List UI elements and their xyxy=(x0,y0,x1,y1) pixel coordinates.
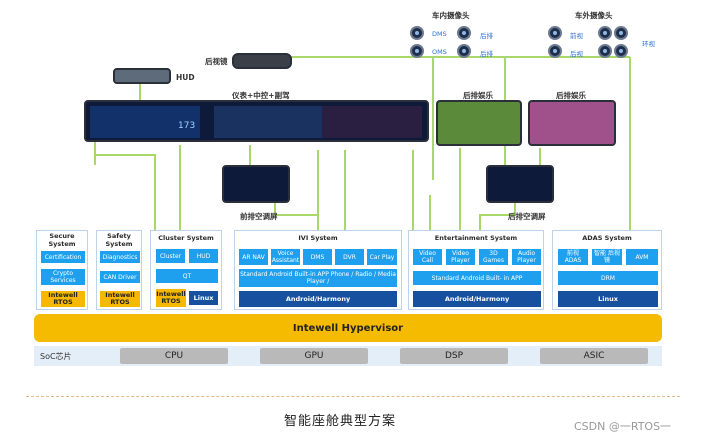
android-app-block: Standard Android Built-in APP Phone / Ra… xyxy=(239,269,397,287)
linux-block: Linux xyxy=(189,291,218,305)
cluster-system-title: Cluster System xyxy=(158,234,214,242)
dsp-block: DSP xyxy=(400,348,508,364)
front-climate-screen xyxy=(222,165,290,203)
front-adas-block: 前视 ADAS xyxy=(558,249,588,265)
safety-system: Safety System Diagnostics CAN Driver Int… xyxy=(96,230,142,310)
camera-icon xyxy=(548,44,562,58)
intewell-rtos-block: Intewell RTOS xyxy=(156,289,186,307)
out-cabin-camera-label: 车外摄像头 xyxy=(575,11,613,20)
certification-block: Certification xyxy=(41,251,85,263)
soc-bar: SoC芯片 CPU GPU DSP ASIC xyxy=(34,346,662,366)
secure-system-title: Secure System xyxy=(48,232,76,248)
rear-row-camera-label: 后排 xyxy=(480,32,493,40)
side-view-camera-label: 后视 xyxy=(570,50,583,58)
hud-label: HUD xyxy=(176,73,195,82)
rear-ent-label-2: 后排娱乐 xyxy=(556,91,586,100)
speed-readout: 173 xyxy=(178,121,196,131)
intewell-hypervisor: Intewell Hypervisor xyxy=(34,314,662,342)
dms-block: DMS xyxy=(303,249,332,265)
camera-icon xyxy=(548,26,562,40)
camera-icon xyxy=(598,26,612,40)
android-app-block: Standard Android Built- in APP xyxy=(413,271,541,285)
rear-row-camera-label-2: 后排 xyxy=(480,50,493,58)
soc-label: SoC芯片 xyxy=(40,352,72,361)
cluster-block: Cluster xyxy=(156,249,185,263)
cpu-block: CPU xyxy=(120,348,228,364)
voice-assistant-block: Voice Assistant xyxy=(271,249,300,265)
secure-system: Secure System Certification Crypto Servi… xyxy=(36,230,88,310)
carplay-block: Car Play xyxy=(367,249,397,265)
in-cabin-camera-label: 车内摄像头 xyxy=(432,11,470,20)
adas-system-title: ADAS System xyxy=(582,234,632,242)
qt-block: QT xyxy=(156,269,218,283)
rear-ent-screen-1 xyxy=(436,100,522,146)
entertainment-system-title: Entertainment System xyxy=(434,234,518,242)
linux-block: Linux xyxy=(558,291,658,307)
rear-ent-screen-2 xyxy=(528,100,616,146)
diagnostics-block: Diagnostics xyxy=(100,251,140,263)
surround-view-camera-label: 环视 xyxy=(642,40,655,48)
caption: 智能座舱典型方案 xyxy=(284,414,397,429)
divider xyxy=(26,396,680,397)
ivi-system: IVI System AR NAV Voice Assistant DMS DV… xyxy=(234,230,402,310)
asic-block: ASIC xyxy=(540,348,648,364)
hud-display xyxy=(113,68,171,84)
rearview-mirror xyxy=(232,53,292,69)
ivi-system-title: IVI System xyxy=(298,234,338,242)
oms-camera-label: OMS xyxy=(432,48,447,56)
android-harmony-block: Android/Harmony xyxy=(239,291,397,307)
camera-icon xyxy=(614,26,628,40)
intewell-rtos-block: Intewell RTOS xyxy=(100,291,140,307)
rear-climate-label: 后排空调屏 xyxy=(508,212,546,221)
dvr-block: DVR xyxy=(335,249,364,265)
smart-mirror-block: 智能 后视镜 xyxy=(592,249,622,265)
ar-nav-block: AR NAV xyxy=(239,249,268,265)
front-climate-label: 前排空调屏 xyxy=(240,212,278,221)
entertainment-system: Entertainment System Video Call Video Pl… xyxy=(408,230,544,310)
front-view-camera-label: 前视 xyxy=(570,32,583,40)
main-display: 173 xyxy=(84,100,429,142)
camera-icon xyxy=(457,26,471,40)
safety-system-title: Safety System xyxy=(105,232,133,248)
camera-icon xyxy=(410,26,424,40)
crypto-services-block: Crypto Services xyxy=(41,269,85,285)
camera-icon xyxy=(457,44,471,58)
camera-icon xyxy=(410,44,424,58)
rear-climate-screen xyxy=(486,165,554,203)
3d-games-block: 3D Games xyxy=(479,249,508,265)
adas-system: ADAS System 前视 ADAS 智能 后视镜 AVM DRM Linux xyxy=(552,230,662,310)
camera-icon xyxy=(614,44,628,58)
rear-ent-label-1: 后排娱乐 xyxy=(463,91,493,100)
can-driver-block: CAN Driver xyxy=(100,271,140,283)
camera-icon xyxy=(598,44,612,58)
video-player-block: Video Player xyxy=(446,249,475,265)
dms-camera-label: DMS xyxy=(432,30,447,38)
android-harmony-block: Android/Harmony xyxy=(413,291,541,307)
cluster-system: Cluster System Cluster HUD QT Intewell R… xyxy=(150,230,222,310)
rearview-mirror-label: 后视镜 xyxy=(205,57,228,66)
video-call-block: Video Call xyxy=(413,249,442,265)
drm-block: DRM xyxy=(558,271,658,285)
intewell-rtos-block: Intewell RTOS xyxy=(41,291,85,307)
audio-player-block: Audio Player xyxy=(512,249,541,265)
gpu-block: GPU xyxy=(260,348,368,364)
hud-block: HUD xyxy=(189,249,218,263)
avm-block: AVM xyxy=(626,249,658,265)
watermark: CSDN @一RTOS一 xyxy=(574,420,672,433)
main-display-label: 仪表+中控+副驾 xyxy=(232,91,290,100)
